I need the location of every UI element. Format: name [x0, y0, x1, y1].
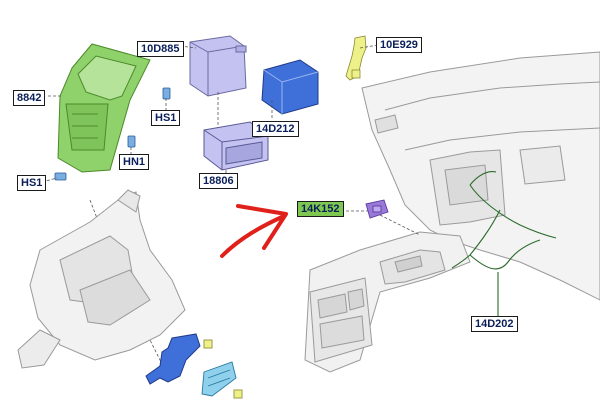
bezel-8842 — [57, 43, 151, 173]
connector-14k152 — [365, 199, 389, 219]
part-label-10e929: 10E929 — [376, 37, 422, 53]
cyan-part — [201, 361, 237, 397]
part-label-14d202: 14D202 — [471, 316, 518, 332]
part-label-10d885: 10D885 — [137, 41, 184, 57]
part-label-18806: 18806 — [199, 173, 238, 189]
mounting-bracket-blue — [145, 333, 243, 399]
part-label-14k152: 14K152 — [297, 201, 344, 217]
red-pointer-arrow — [220, 204, 288, 258]
part-label-hs1-left: HS1 — [17, 175, 47, 191]
wiring-harness — [451, 171, 557, 318]
instrument-panel-outline — [361, 51, 600, 301]
fasteners — [54, 87, 171, 181]
part-label-8842: 8842 — [13, 90, 46, 106]
sensor-10e929 — [345, 35, 367, 81]
part-label-14d212: 14D212 — [252, 121, 299, 137]
part-label-hs1-top: HS1 — [151, 110, 181, 126]
module-14d212 — [261, 59, 319, 115]
part-label-hn1: HN1 — [119, 154, 150, 170]
center-console-outline — [304, 231, 471, 373]
bracket-10d885 — [189, 35, 247, 97]
body-structure-outline — [17, 189, 186, 369]
